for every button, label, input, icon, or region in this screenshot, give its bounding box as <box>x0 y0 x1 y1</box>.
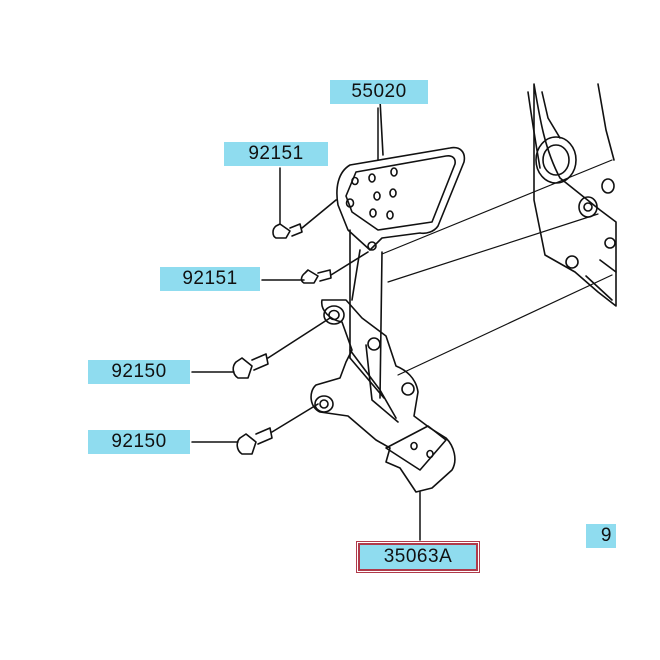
callout-55020[interactable]: 55020 <box>330 80 428 104</box>
callout-35063A-highlighted[interactable]: 35063A <box>358 543 478 571</box>
guide-lines <box>381 159 613 376</box>
cover-plate <box>336 99 466 251</box>
frame-outline <box>527 83 617 307</box>
bolt-92150-lower <box>236 403 319 455</box>
callout-92151-mid[interactable]: 92151 <box>160 267 260 291</box>
bolt-92151-mid <box>300 251 369 284</box>
footrest-bracket <box>310 229 456 493</box>
callout-92150-upper[interactable]: 92150 <box>88 360 190 384</box>
callout-92150-lower[interactable]: 92150 <box>88 430 190 454</box>
bolt-92151-upper <box>272 199 337 239</box>
bolt-92150-upper <box>232 317 331 379</box>
callout-92151-upper[interactable]: 92151 <box>224 142 328 166</box>
callout-partial-edge[interactable]: 9 <box>586 524 616 548</box>
leader-lines <box>191 107 421 541</box>
